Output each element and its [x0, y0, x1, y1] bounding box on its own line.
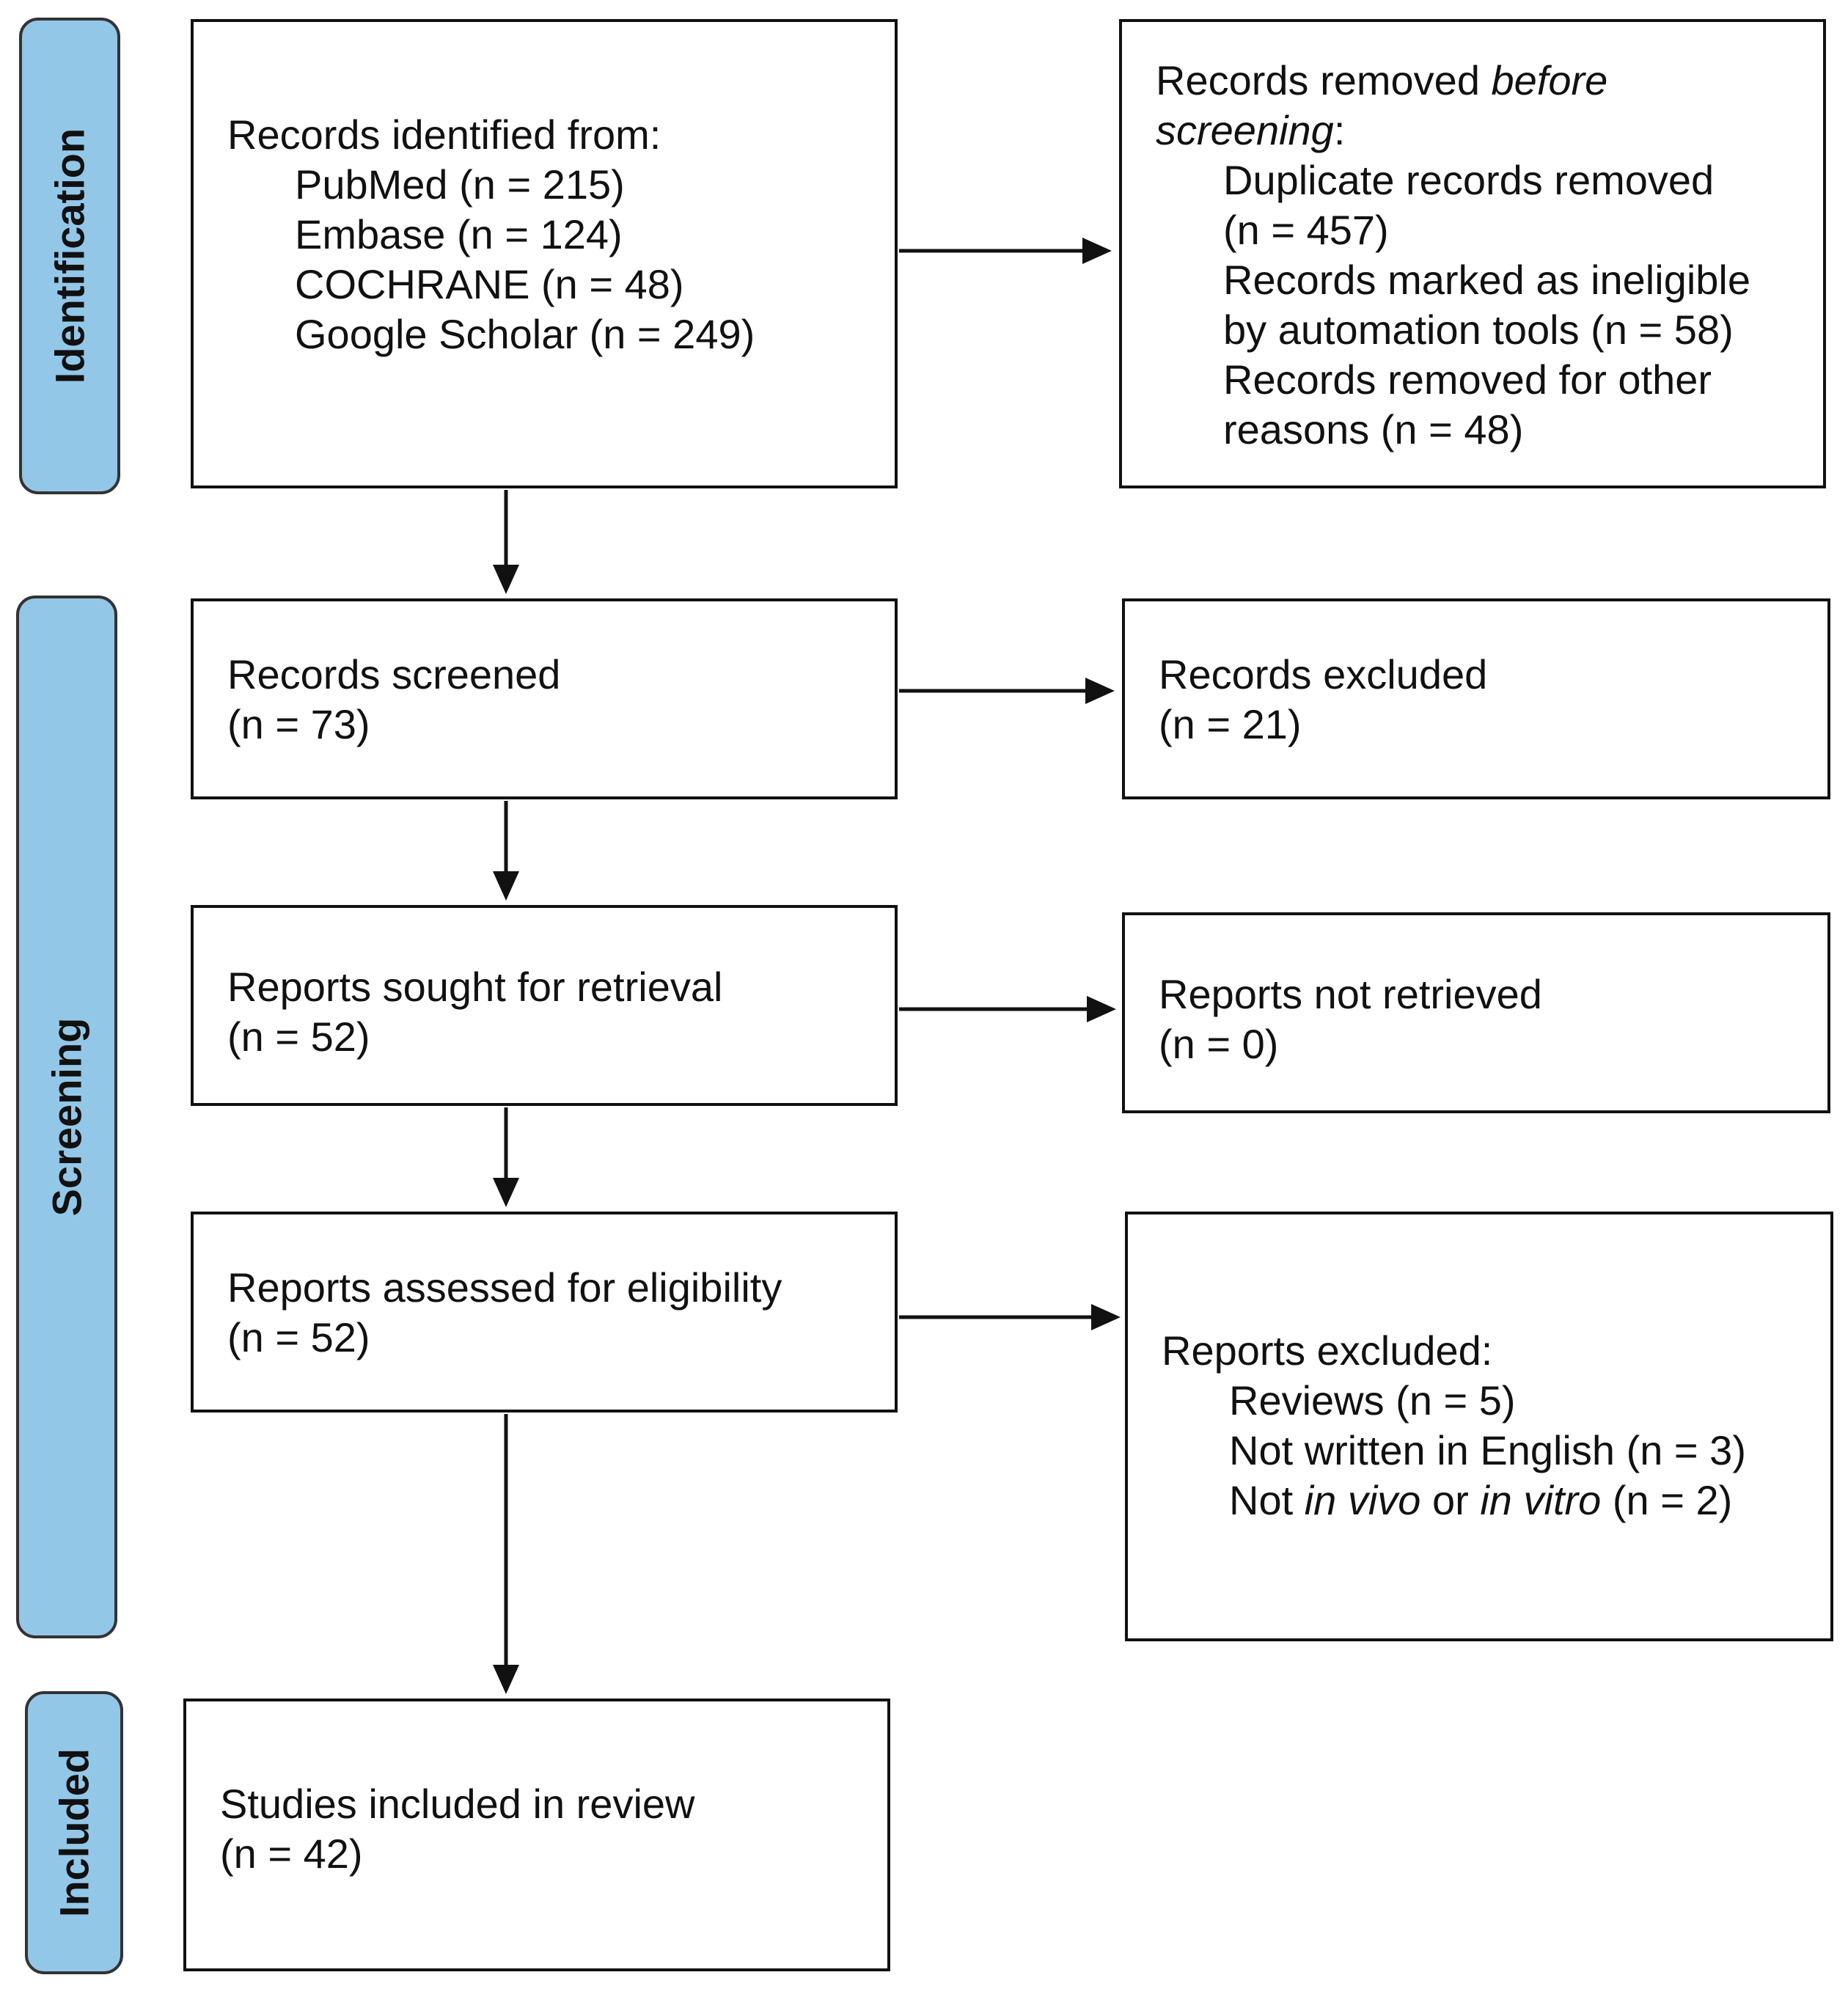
arrowhead-6: [493, 871, 519, 901]
studies-included-count: (n = 42): [220, 1831, 363, 1877]
reports-not-retrieved-count: (n = 0): [1159, 1021, 1279, 1067]
arrowhead-8: [493, 1665, 519, 1694]
reports-not-retrieved-box: Reports not retrieved (n = 0): [1122, 912, 1830, 1113]
records-identified-heading: Records identified from:: [227, 111, 661, 158]
source-pubmed: PubMed (n = 215): [295, 161, 625, 208]
source-google-scholar: Google Scholar (n = 249): [295, 311, 755, 357]
reports-not-retrieved-label: Reports not retrieved: [1159, 971, 1542, 1017]
records-removed-heading-1: Records removed before: [1156, 57, 1608, 103]
excluded-not-english: Not written in English (n = 3): [1229, 1427, 1746, 1473]
arrowhead-4: [1091, 1304, 1121, 1330]
reports-sought-label: Reports sought for retrieval: [227, 964, 723, 1010]
duplicates-removed-line-1: Duplicate records removed: [1223, 157, 1715, 203]
records-screened-box: Records screened (n = 73): [191, 598, 898, 799]
phase-screening: Screening: [16, 596, 117, 1638]
source-cochrane: COCHRANE (n = 48): [295, 261, 684, 307]
reports-sought-count: (n = 52): [227, 1014, 370, 1060]
reports-excluded-heading: Reports excluded:: [1162, 1327, 1493, 1374]
records-screened-label: Records screened: [227, 651, 561, 697]
excluded-reviews: Reviews (n = 5): [1229, 1377, 1516, 1423]
reports-assessed-count: (n = 52): [227, 1314, 370, 1360]
records-removed-heading-2: screening:: [1156, 107, 1346, 153]
automation-ineligible-line-1: Records marked as ineligible: [1223, 257, 1751, 303]
arrowhead-1: [1082, 238, 1112, 264]
records-excluded-label: Records excluded: [1159, 651, 1488, 697]
reports-assessed-box: Reports assessed for eligibility (n = 52…: [191, 1212, 898, 1412]
duplicates-removed-line-2: (n = 457): [1223, 207, 1389, 253]
other-reasons-line-2: reasons (n = 48): [1223, 406, 1524, 452]
records-removed-box: Records removed before screening: Duplic…: [1119, 19, 1826, 488]
studies-included-box: Studies included in review (n = 42): [183, 1699, 890, 1971]
studies-included-label: Studies included in review: [220, 1781, 695, 1827]
automation-ineligible-line-2: by automation tools (n = 58): [1223, 307, 1734, 353]
excluded-not-in-vivo-vitro: Not in vivo or in vitro (n = 2): [1229, 1477, 1733, 1523]
reports-assessed-label: Reports assessed for eligibility: [227, 1264, 782, 1311]
other-reasons-line-1: Records removed for other: [1223, 356, 1712, 403]
records-excluded-count: (n = 21): [1159, 701, 1302, 747]
phase-identification: Identification: [19, 18, 120, 494]
records-identified-box: Records identified from: PubMed (n = 215…: [191, 19, 898, 488]
arrowhead-5: [493, 565, 519, 594]
records-screened-count: (n = 73): [227, 701, 370, 747]
reports-excluded-box: Reports excluded: Reviews (n = 5) Not wr…: [1125, 1212, 1833, 1641]
arrowhead-3: [1087, 996, 1116, 1022]
phase-included: Included: [25, 1691, 123, 1974]
source-embase: Embase (n = 124): [295, 211, 623, 257]
arrowhead-7: [493, 1178, 519, 1207]
records-excluded-box: Records excluded (n = 21): [1122, 598, 1830, 799]
reports-sought-box: Reports sought for retrieval (n = 52): [191, 905, 898, 1106]
arrowhead-2: [1085, 678, 1115, 704]
